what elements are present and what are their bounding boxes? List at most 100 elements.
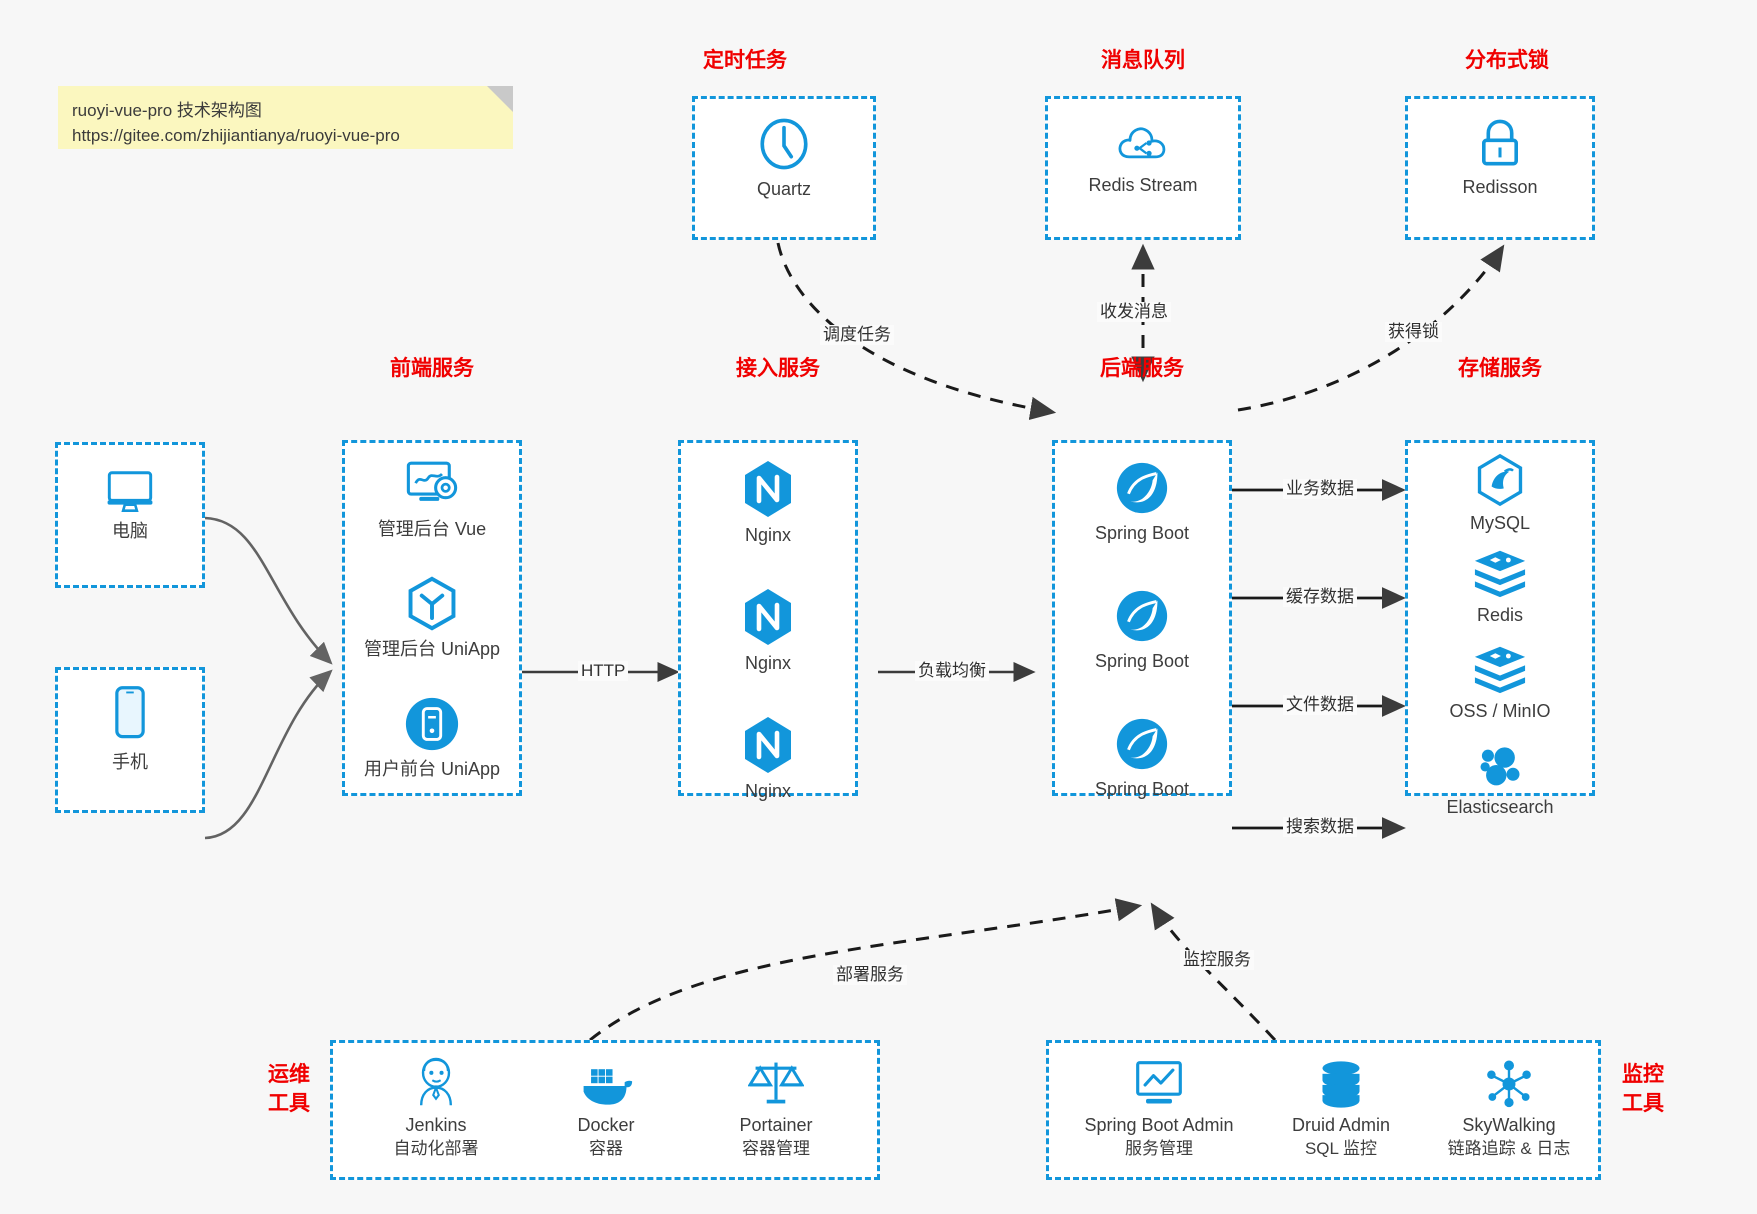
node-label: Jenkins xyxy=(405,1115,467,1135)
node-docker[interactable]: Docker 容器 xyxy=(521,1063,691,1161)
node-label: 电脑 xyxy=(112,521,148,541)
uniapp-hexagon-icon xyxy=(408,576,456,631)
node-redis[interactable]: Redis xyxy=(1408,547,1592,627)
node-mysql[interactable]: MySQL xyxy=(1408,453,1592,535)
node-desktop[interactable]: 电脑 xyxy=(58,465,202,543)
node-nginx-2[interactable]: Nginx xyxy=(681,587,855,675)
redis-stack-icon xyxy=(1474,550,1526,598)
devops-title-line1: 运维 xyxy=(268,1063,310,1086)
group-box-lock[interactable]: Redisson xyxy=(1405,96,1595,240)
group-box-devops[interactable]: Jenkins 自动化部署 Docker 容器 xyxy=(330,1040,880,1180)
group-title-frontend: 前端服务 xyxy=(390,357,474,380)
edge-label-monitor-service: 监控服务 xyxy=(1180,950,1254,970)
node-label: OSS / MinIO xyxy=(1449,701,1551,721)
node-label: Quartz xyxy=(756,179,812,199)
nginx-icon xyxy=(745,461,791,517)
node-label: 手机 xyxy=(112,752,148,772)
edge-label-business-data: 业务数据 xyxy=(1283,479,1357,499)
client-box-mobile[interactable]: 手机 xyxy=(55,667,205,813)
database-cylinder-icon xyxy=(1322,1061,1360,1108)
node-quartz[interactable]: Quartz xyxy=(695,115,873,201)
node-sublabel: 自动化部署 xyxy=(393,1139,479,1158)
mobile-app-circle-icon xyxy=(405,697,459,751)
object-storage-icon xyxy=(1474,646,1526,694)
node-label: Spring Boot xyxy=(1094,779,1190,799)
node-user-uniapp[interactable]: 用户前台 UniApp xyxy=(345,695,519,781)
node-label: Spring Boot xyxy=(1094,523,1190,543)
dashboard-gear-icon xyxy=(406,461,458,501)
padlock-icon xyxy=(1482,119,1518,166)
group-box-backend[interactable]: Spring Boot Spring Boot Spring Boot xyxy=(1052,440,1232,799)
node-label: MySQL xyxy=(1469,513,1530,533)
node-label: Druid Admin xyxy=(1291,1115,1391,1135)
node-label: Portainer xyxy=(739,1115,813,1135)
group-title-scheduler: 定时任务 xyxy=(703,49,787,72)
node-label: Redisson xyxy=(1462,177,1538,197)
node-label: SkyWalking xyxy=(1462,1115,1556,1135)
edge-label-file-data: 文件数据 xyxy=(1283,695,1357,715)
edge-label-schedule-task: 调度任务 xyxy=(820,325,894,345)
node-label: 用户前台 UniApp xyxy=(363,759,501,779)
node-springboot-2[interactable]: Spring Boot xyxy=(1055,587,1229,673)
nginx-icon xyxy=(745,717,791,773)
group-box-gateway[interactable]: Nginx Nginx Nginx xyxy=(678,440,858,801)
group-box-frontend[interactable]: 管理后台 Vue 管理后台 UniApp 用户前台 UniApp xyxy=(342,440,522,796)
edge-label-send-receive-message: 收发消息 xyxy=(1097,302,1171,322)
node-label: Nginx xyxy=(744,781,792,801)
monitor-title-line1: 监控 xyxy=(1622,1063,1664,1086)
desktop-monitor-icon xyxy=(107,471,153,512)
node-label: Nginx xyxy=(744,525,792,545)
node-elasticsearch[interactable]: Elasticsearch xyxy=(1408,739,1592,819)
group-box-storage[interactable]: MySQL Redis OSS / MinIO xyxy=(1405,440,1595,817)
node-jenkins[interactable]: Jenkins 自动化部署 xyxy=(351,1057,521,1161)
group-title-mq: 消息队列 xyxy=(1101,49,1185,72)
spring-boot-icon xyxy=(1116,718,1168,770)
sticky-note: ruoyi-vue-pro 技术架构图 https://gitee.com/zh… xyxy=(58,86,513,149)
group-title-devops: 运维 工具 xyxy=(258,1060,320,1118)
node-spring-boot-admin[interactable]: Spring Boot Admin 服务管理 xyxy=(1059,1059,1259,1161)
group-title-gateway: 接入服务 xyxy=(736,357,820,380)
monitor-chart-icon xyxy=(1136,1061,1182,1104)
node-label: Nginx xyxy=(744,653,792,673)
group-title-backend: 后端服务 xyxy=(1100,357,1184,380)
node-druid-admin[interactable]: Druid Admin SQL 监控 xyxy=(1261,1059,1421,1161)
node-redisson[interactable]: Redisson xyxy=(1408,115,1592,199)
group-box-mq[interactable]: Redis Stream xyxy=(1045,96,1241,240)
node-springboot-3[interactable]: Spring Boot xyxy=(1055,715,1229,801)
note-url: https://gitee.com/zhijiantianya/ruoyi-vu… xyxy=(72,126,400,145)
note-fold-corner xyxy=(487,86,513,112)
node-nginx-1[interactable]: Nginx xyxy=(681,459,855,547)
node-sublabel: 容器 xyxy=(589,1139,623,1158)
node-admin-vue[interactable]: 管理后台 Vue xyxy=(345,457,519,541)
group-box-scheduler[interactable]: Quartz xyxy=(692,96,876,240)
client-box-desktop[interactable]: 电脑 xyxy=(55,442,205,588)
edge-label-acquire-lock: 获得锁 xyxy=(1385,322,1442,342)
node-label: Redis Stream xyxy=(1088,175,1198,195)
edge-label-deploy-service: 部署服务 xyxy=(833,965,907,985)
node-springboot-1[interactable]: Spring Boot xyxy=(1055,459,1229,545)
node-sublabel: 容器管理 xyxy=(742,1139,810,1158)
mysql-dolphin-icon xyxy=(1477,453,1523,507)
node-label: Spring Boot xyxy=(1094,651,1190,671)
node-label: Docker xyxy=(577,1115,635,1135)
node-redis-stream[interactable]: Redis Stream xyxy=(1048,117,1238,197)
node-mobile[interactable]: 手机 xyxy=(58,684,202,774)
node-label: Elasticsearch xyxy=(1446,797,1554,817)
node-label: Spring Boot Admin xyxy=(1084,1115,1234,1135)
group-box-monitor[interactable]: Spring Boot Admin 服务管理 Druid Admin SQL 监… xyxy=(1046,1040,1601,1180)
node-label: 管理后台 Vue xyxy=(377,519,487,539)
node-portainer[interactable]: Portainer 容器管理 xyxy=(691,1057,861,1161)
node-sublabel: 链路追踪 & 日志 xyxy=(1447,1139,1571,1158)
jenkins-butler-icon xyxy=(419,1057,453,1106)
clock-icon xyxy=(760,118,808,170)
node-skywalking[interactable]: SkyWalking 链路追踪 & 日志 xyxy=(1419,1059,1599,1161)
node-nginx-3[interactable]: Nginx xyxy=(681,715,855,803)
edge-label-load-balance: 负载均衡 xyxy=(915,661,989,681)
node-admin-uniapp[interactable]: 管理后台 UniApp xyxy=(345,575,519,661)
node-label: Redis xyxy=(1476,605,1524,625)
devops-title-line2: 工具 xyxy=(268,1092,310,1115)
scales-balance-icon xyxy=(748,1062,804,1104)
node-oss-minio[interactable]: OSS / MinIO xyxy=(1408,643,1592,723)
edge-label-search-data: 搜索数据 xyxy=(1283,817,1357,837)
